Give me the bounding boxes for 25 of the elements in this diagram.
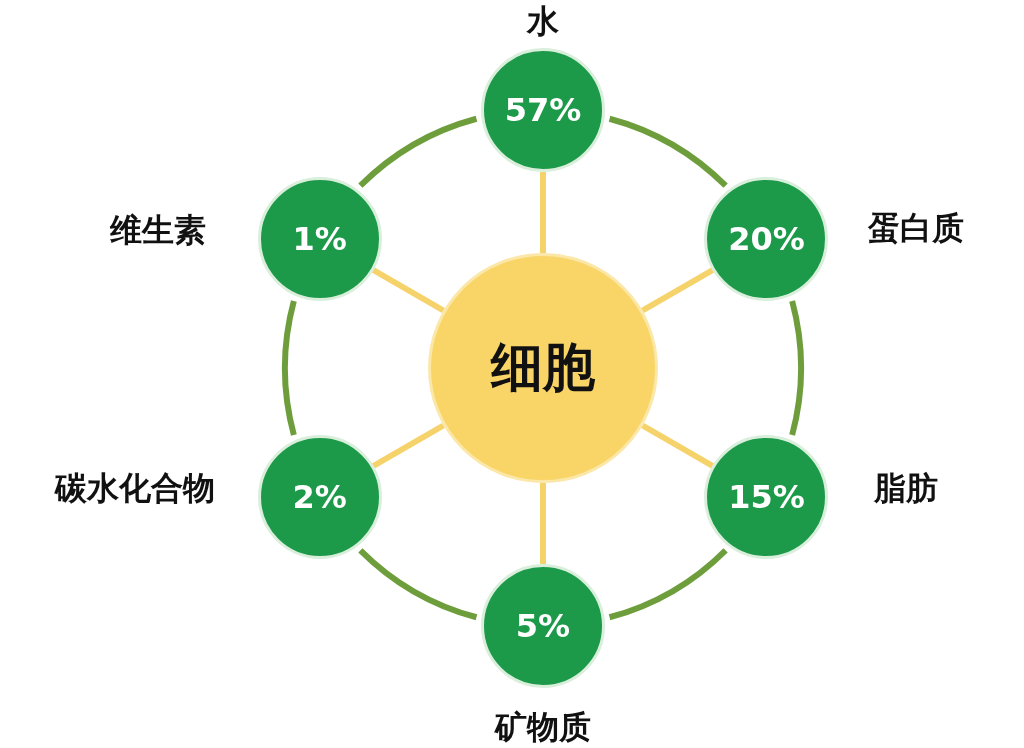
ring-arc (358, 115, 478, 188)
cell-label: 细胞 (491, 336, 595, 399)
ring-arc (282, 300, 297, 436)
nutrient-label: 碳水化合物 (54, 468, 215, 509)
percentage-value: 5% (515, 607, 571, 645)
nutrient-label: 脂肪 (874, 468, 939, 509)
nutrient-label: 蛋白质 (868, 208, 965, 249)
ring-arc (358, 548, 478, 621)
spoke-line (540, 483, 546, 564)
nutrient-label: 维生素 (109, 210, 206, 251)
percentage-value: 57% (504, 91, 582, 129)
spoke-line (641, 267, 715, 314)
spoke-line (371, 422, 445, 469)
ring-arc (789, 300, 804, 436)
nutrient-label: 矿物质 (495, 707, 591, 748)
spoke-line (641, 422, 715, 469)
spoke-line (540, 172, 546, 253)
spoke-line (371, 267, 445, 314)
percentage-value: 15% (728, 478, 805, 516)
percentage-value: 1% (292, 220, 347, 258)
percentage-value: 20% (728, 220, 805, 258)
ring-arc (608, 115, 728, 188)
percentage-value: 2% (292, 478, 347, 516)
ring-arc (608, 548, 728, 621)
nutrient-label: 水 (527, 1, 559, 42)
